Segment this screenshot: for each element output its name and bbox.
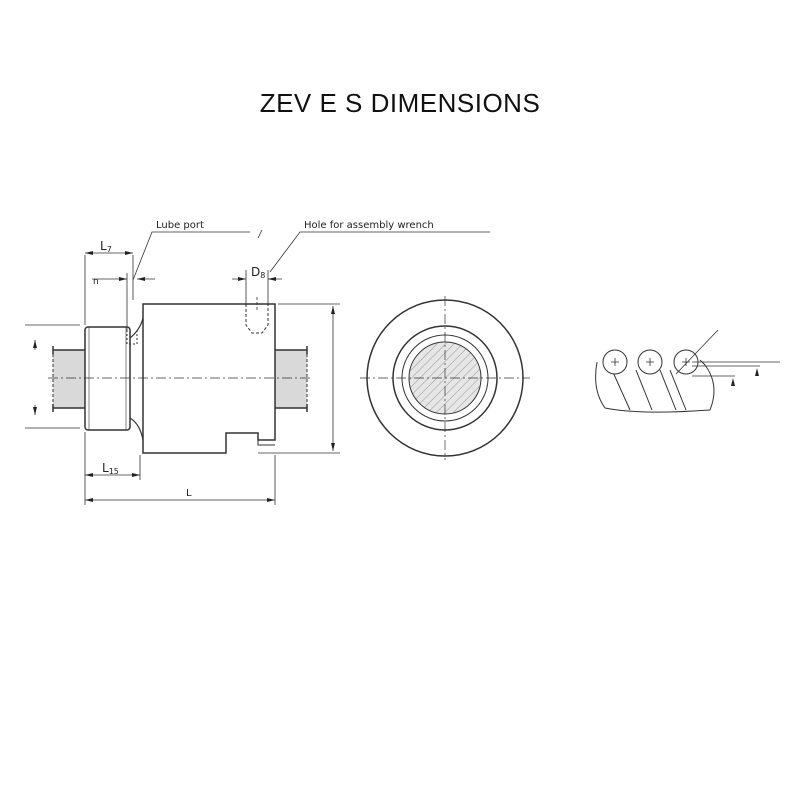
n-label: n (93, 277, 99, 287)
l15-label: L15 (102, 461, 119, 476)
threaded-flange (84, 326, 131, 431)
wrench-hole (245, 304, 269, 334)
l7-label: L7 (100, 239, 112, 254)
lube-port-label: Lube port (156, 220, 204, 231)
side-view (48, 297, 313, 454)
nut-body (142, 303, 276, 454)
neck (129, 317, 144, 441)
l-label: L (186, 488, 192, 499)
front-view (360, 296, 530, 460)
drawing-title: ZEV E S DIMENSIONS (259, 88, 541, 118)
d8-label: D8 (251, 265, 265, 280)
dimension-lines (25, 229, 490, 505)
lube-port-leader (132, 229, 263, 281)
wrench-hole-leader (269, 231, 490, 273)
left-screw-shaft (53, 350, 85, 408)
ball-detail (595, 329, 780, 413)
hole-wrench-label: Hole for assembly wrench (304, 220, 434, 231)
right-screw-shaft (275, 350, 307, 408)
